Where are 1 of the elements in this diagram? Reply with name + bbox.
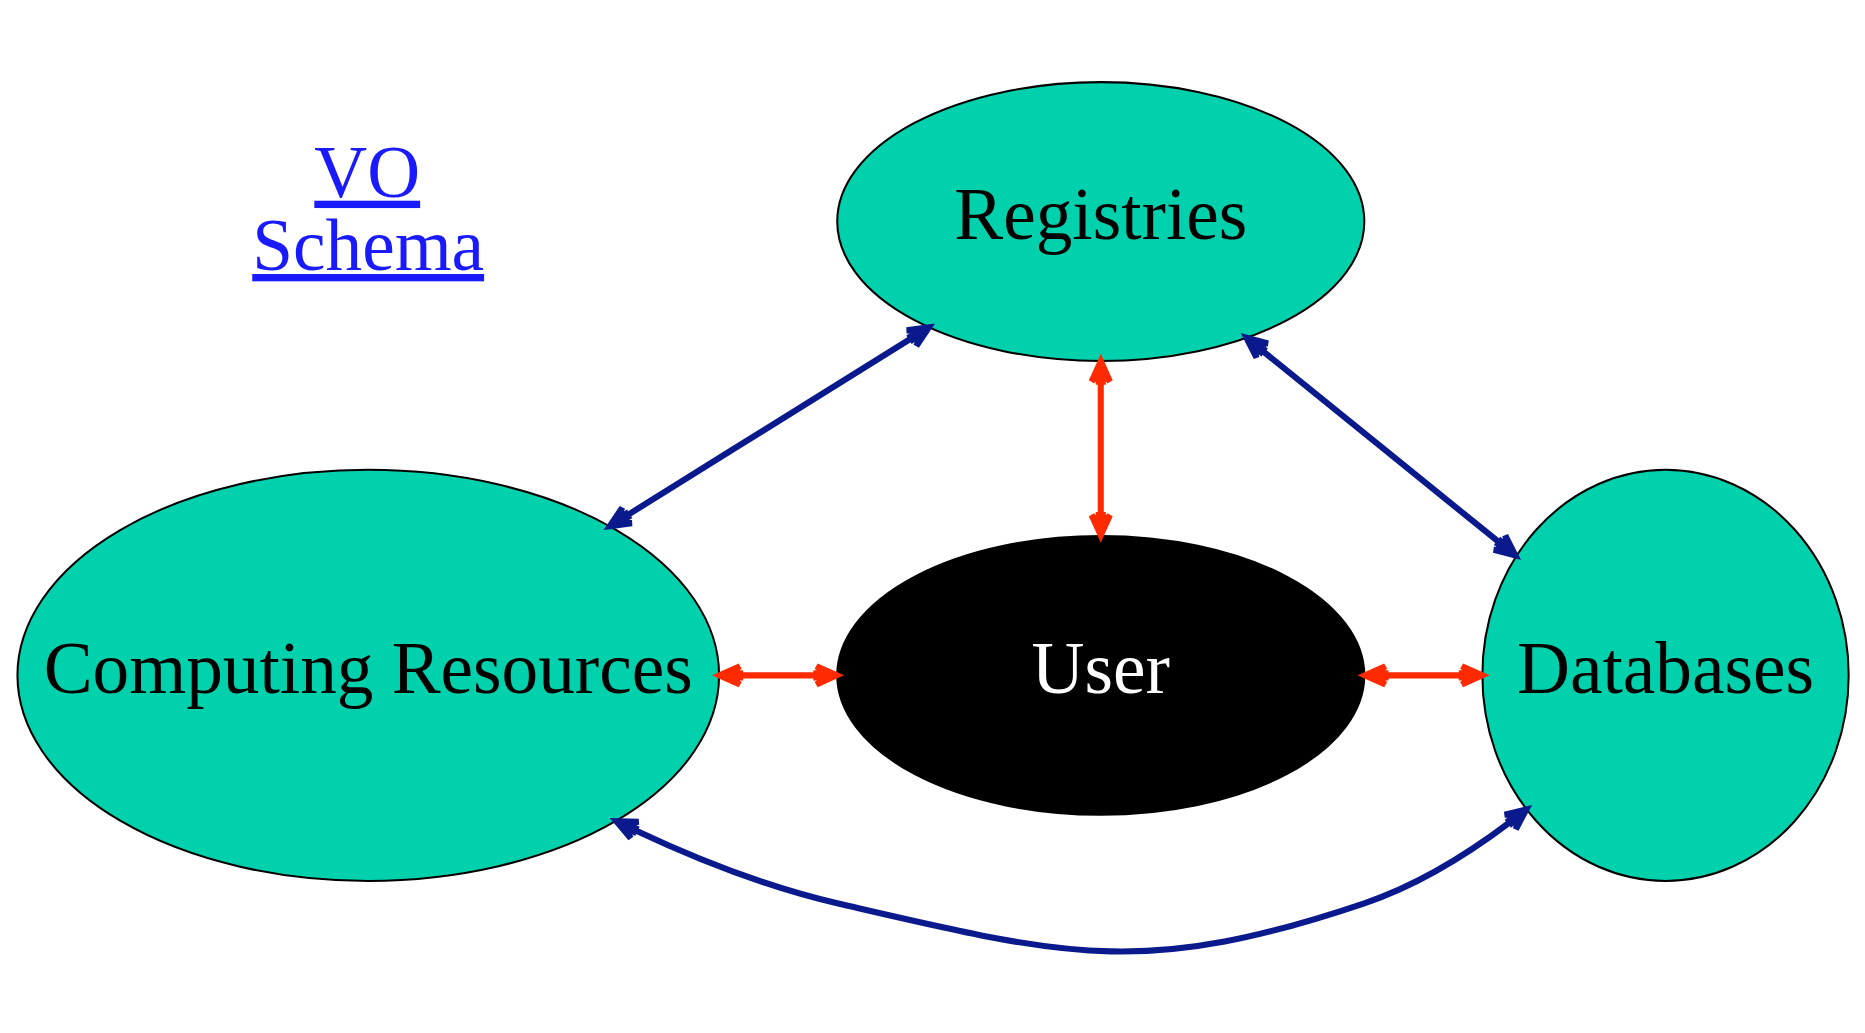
label: VO Schema [251,131,484,286]
